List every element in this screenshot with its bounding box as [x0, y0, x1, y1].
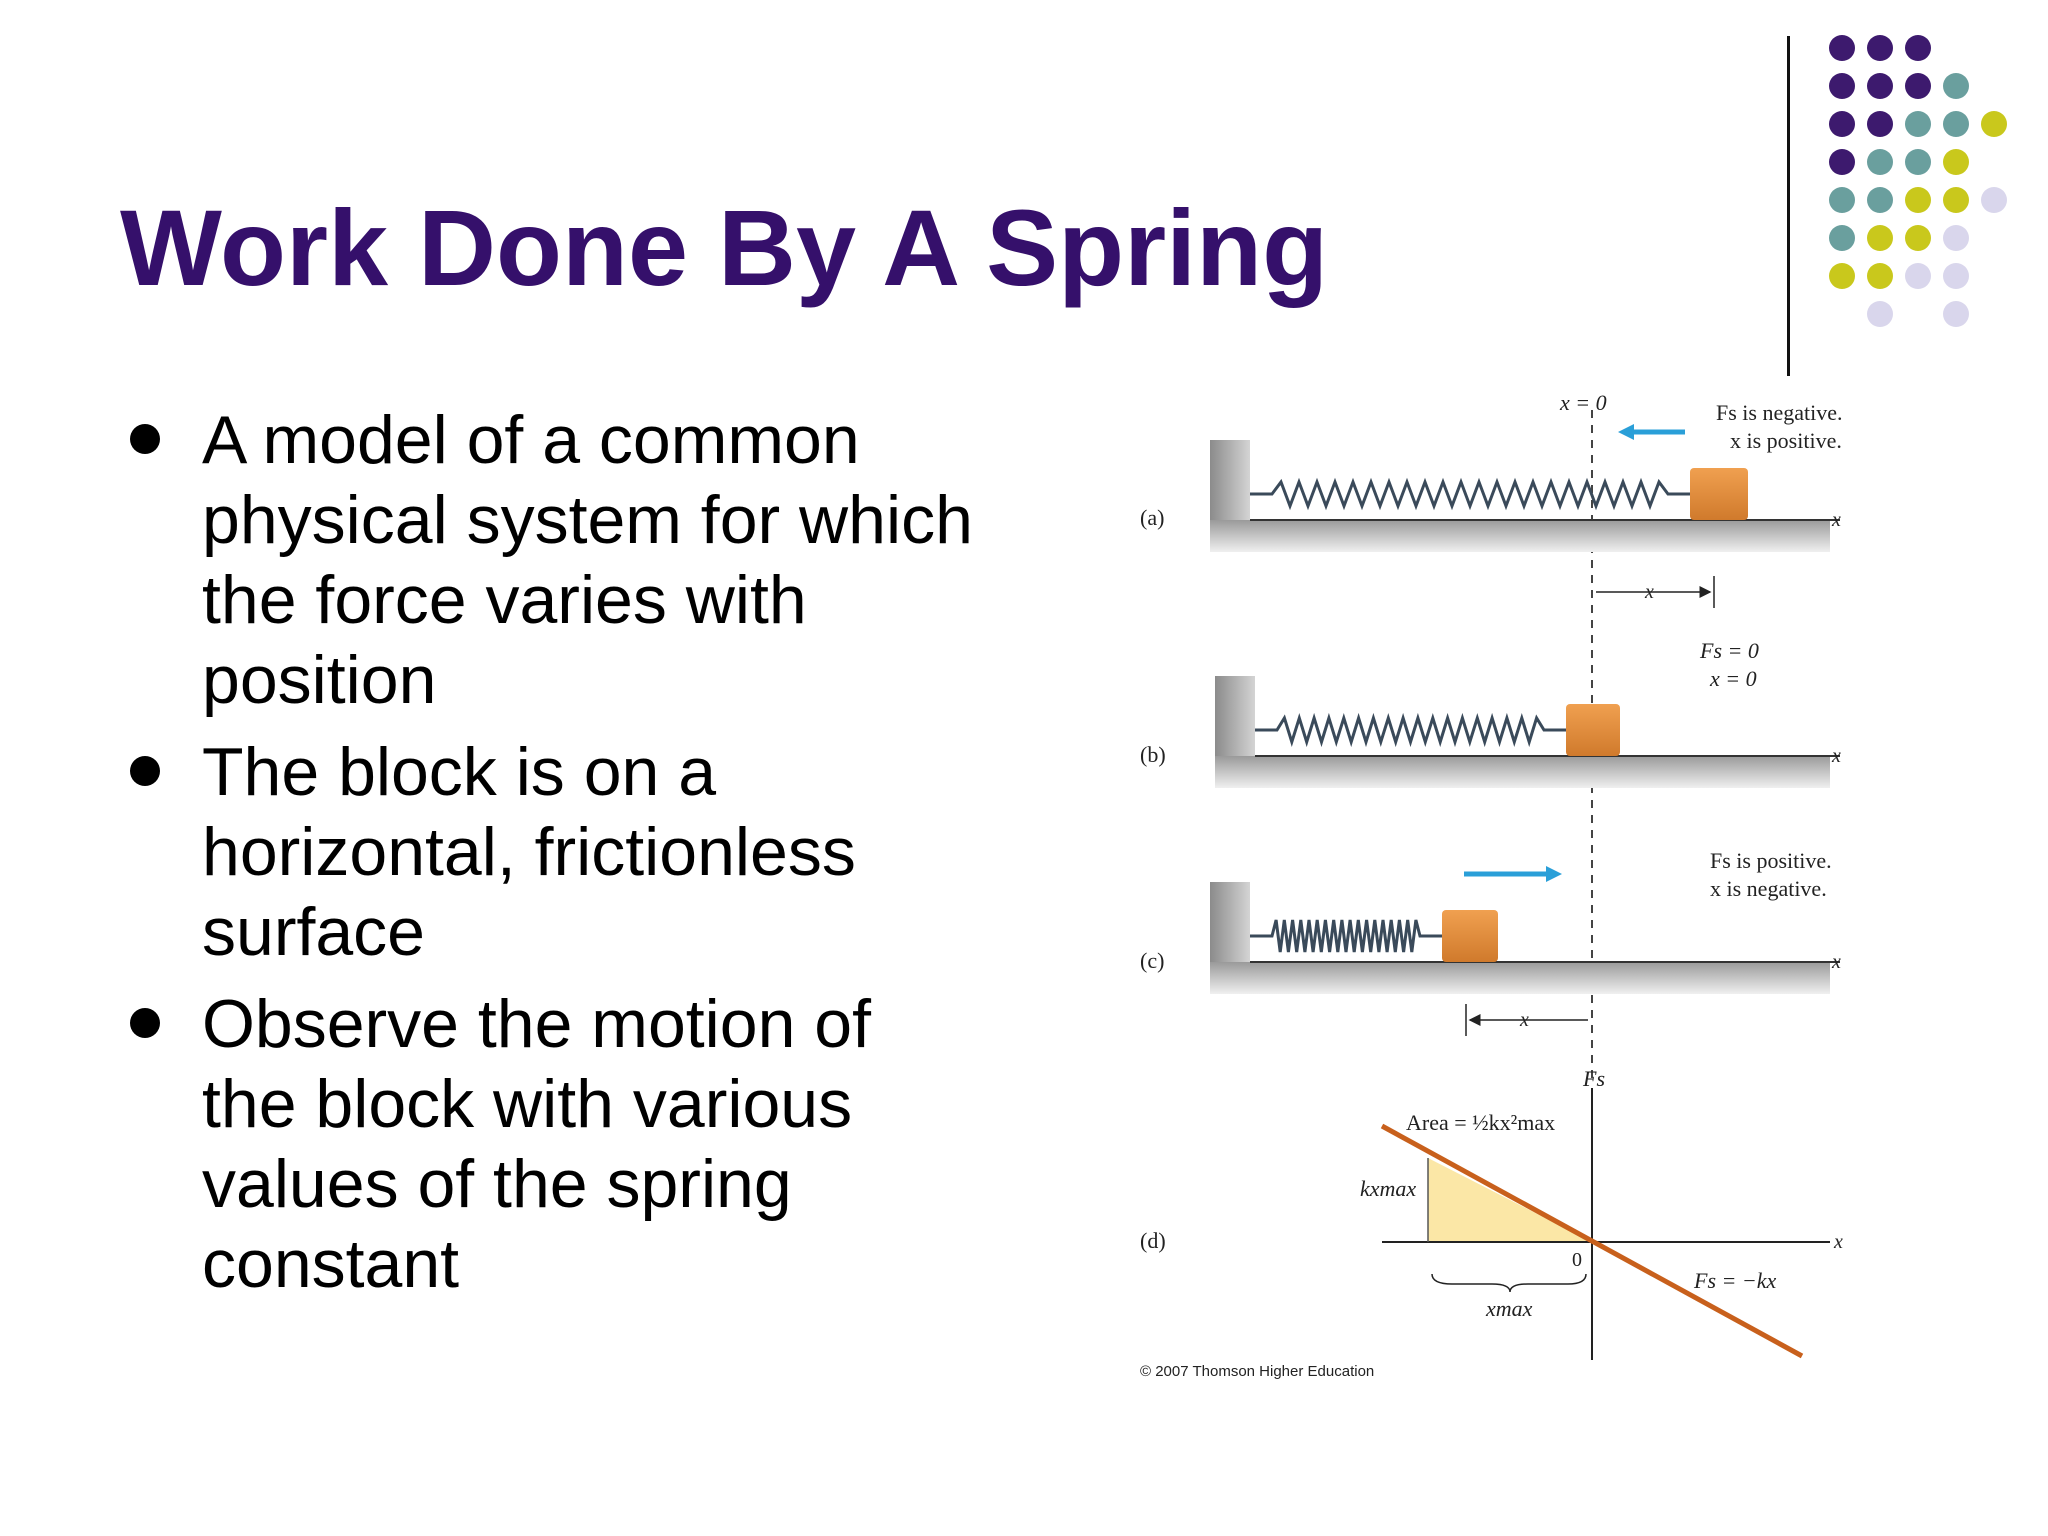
wall — [1215, 676, 1255, 766]
displacement-label-c: x — [1519, 1009, 1529, 1031]
floor — [1210, 962, 1830, 994]
origin-label: 0 — [1572, 1249, 1582, 1271]
decorative-dot — [1943, 225, 1969, 251]
decorative-dot — [1867, 225, 1893, 251]
bullet-icon — [130, 424, 160, 454]
panel-a: (a) x = 0 Fs is negative. x is positive.… — [1140, 390, 1843, 608]
decorative-dot — [1981, 187, 2007, 213]
copyright-credit: © 2007 Thomson Higher Education — [1140, 1363, 1374, 1380]
panel-a-note-1: Fs is negative. — [1716, 400, 1843, 425]
spring-compressed — [1250, 919, 1442, 953]
x-zero-label: x = 0 — [1559, 390, 1607, 415]
decorative-dot — [1905, 225, 1931, 251]
decorative-dot — [1867, 73, 1893, 99]
panel-b: (b) Fs = 0 x = 0 x — [1140, 638, 1841, 788]
decorative-dot — [1867, 187, 1893, 213]
panel-a-label: (a) — [1140, 505, 1164, 530]
decorative-dot-grid — [1829, 35, 2007, 327]
decorative-dot — [1943, 301, 1969, 327]
spring-stretched — [1250, 477, 1690, 511]
decorative-dot — [1905, 149, 1931, 175]
bullet-text: A model of a common physical system for … — [202, 402, 973, 718]
panel-b-note-1: Fs = 0 — [1699, 638, 1759, 663]
panel-c-note-1: Fs is positive. — [1710, 848, 1832, 873]
decorative-dot — [1943, 187, 1969, 213]
wall — [1210, 440, 1250, 530]
bullet-item: A model of a common physical system for … — [120, 400, 980, 720]
spring-figure: (a) x = 0 Fs is negative. x is positive.… — [1140, 390, 1843, 1380]
fs-axis-label: Fs — [1582, 1066, 1605, 1091]
decorative-dot — [1905, 111, 1931, 137]
block — [1442, 910, 1498, 962]
decorative-dot — [1829, 225, 1855, 251]
force-arrow-left-head — [1618, 424, 1634, 440]
force-line — [1380, 1123, 1804, 1359]
xmax-label: xmax — [1485, 1296, 1533, 1321]
wall — [1210, 882, 1250, 972]
decorative-dot — [1905, 35, 1931, 61]
panel-c-note-2: x is negative. — [1710, 876, 1827, 901]
divider-line — [1787, 36, 1790, 376]
panel-b-label: (b) — [1140, 742, 1166, 767]
bullet-text: Observe the motion of the block with var… — [202, 986, 872, 1302]
panel-d: (d) Fs x Area = ½kx²max kxmax 0 Fs = −kx… — [1140, 1066, 1843, 1360]
block — [1566, 704, 1620, 756]
panel-b-note-2: x = 0 — [1709, 666, 1757, 691]
decorative-dot — [1867, 149, 1893, 175]
decorative-dot — [1981, 111, 2007, 137]
decorative-dot — [1943, 149, 1969, 175]
panel-b-axis-label: x — [1831, 745, 1841, 767]
panel-c-label: (c) — [1140, 948, 1164, 973]
bullet-item: Observe the motion of the block with var… — [120, 984, 980, 1304]
x-axis-label: x — [1833, 1231, 1843, 1253]
decorative-dot — [1829, 35, 1855, 61]
decorative-dot — [1905, 263, 1931, 289]
bullet-text: The block is on a horizontal, frictionle… — [202, 734, 856, 970]
decorative-dot — [1867, 111, 1893, 137]
decorative-dot — [1829, 111, 1855, 137]
decorative-dot — [1905, 73, 1931, 99]
bullet-list: A model of a common physical system for … — [120, 400, 980, 1316]
area-label: Area = ½kx²max — [1406, 1110, 1555, 1135]
decorative-dot — [1943, 111, 1969, 137]
spring-relaxed — [1255, 712, 1566, 748]
decorative-dot — [1829, 187, 1855, 213]
panel-c-axis-label: x — [1831, 951, 1841, 973]
decorative-dot — [1829, 73, 1855, 99]
panel-c: (c) Fs is positive. x is negative. x x — [1140, 848, 1841, 1036]
panel-a-note-2: x is positive. — [1730, 428, 1842, 453]
slide-title: Work Done By A Spring — [120, 187, 1329, 308]
panel-d-label: (d) — [1140, 1228, 1166, 1253]
bullet-item: The block is on a horizontal, frictionle… — [120, 732, 980, 972]
kxmax-label: kxmax — [1360, 1176, 1416, 1201]
bullet-icon — [130, 756, 160, 786]
force-arrow-right-head — [1546, 866, 1562, 882]
decorative-dot — [1905, 187, 1931, 213]
displacement-label-a: x — [1644, 581, 1654, 603]
decorative-dot — [1943, 73, 1969, 99]
force-line-label: Fs = −kx — [1693, 1268, 1776, 1293]
decorative-dot — [1867, 35, 1893, 61]
decorative-dot — [1829, 263, 1855, 289]
floor — [1215, 756, 1830, 788]
decorative-dot — [1867, 301, 1893, 327]
decorative-dot — [1943, 263, 1969, 289]
decorative-dot — [1867, 263, 1893, 289]
floor — [1210, 520, 1830, 552]
decorative-dot — [1829, 149, 1855, 175]
xmax-brace — [1431, 1273, 1587, 1293]
bullet-icon — [130, 1008, 160, 1038]
block — [1690, 468, 1748, 520]
panel-a-axis-label: x — [1831, 509, 1841, 531]
